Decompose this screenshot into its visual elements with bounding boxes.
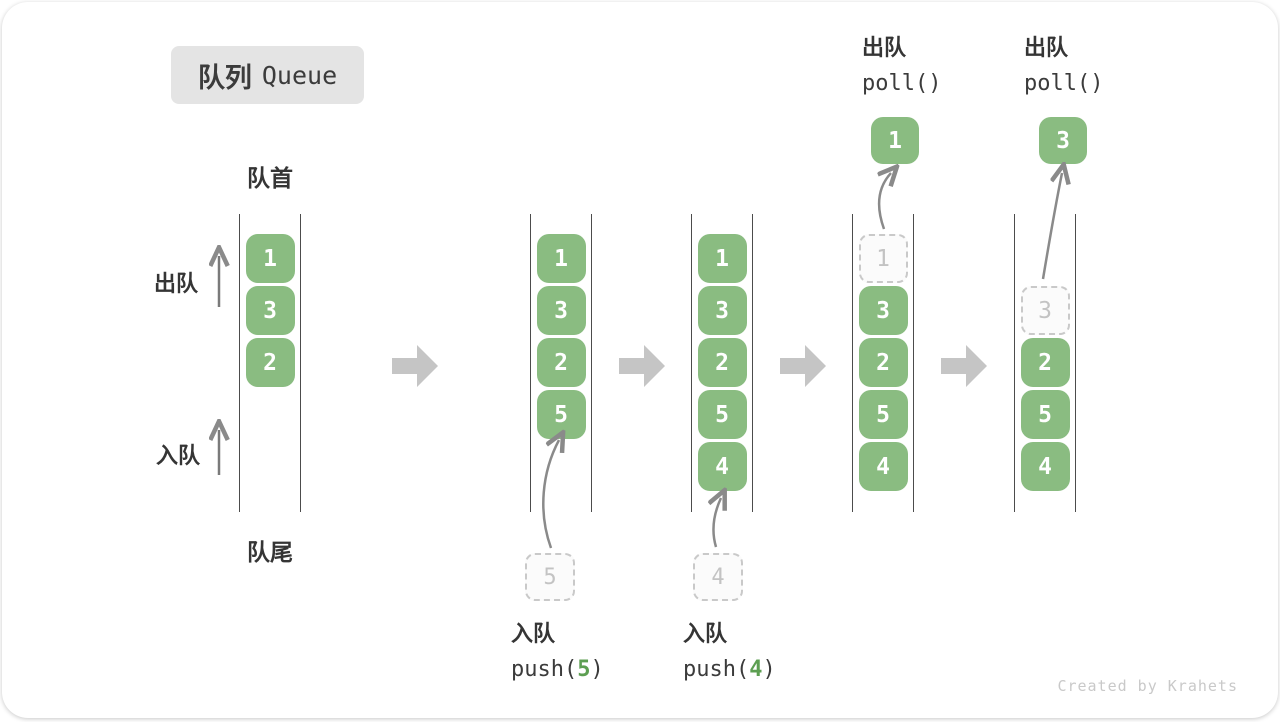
push-operation-2: 入队 push(4): [683, 616, 776, 688]
queue-cell: 4: [858, 442, 908, 491]
queue-state-5: 3 2 5 4: [1014, 214, 1076, 512]
poll-code: poll(): [862, 71, 942, 96]
queue-cell: 2: [245, 338, 295, 387]
poll-label: 出队: [1024, 35, 1069, 60]
poll-label: 出队: [862, 35, 907, 60]
label-enqueue-side: 入队: [156, 443, 201, 468]
flow-arrow-icon: [780, 345, 826, 387]
queue-cell: 3: [245, 286, 295, 335]
poll-operation-2: 出队 poll(): [1024, 30, 1103, 102]
queue-cell: 2: [1020, 338, 1070, 387]
queue-cell: 5: [697, 390, 747, 439]
queue-state-3: 1 3 2 5 4: [691, 214, 753, 512]
pushed-value-box: 4: [693, 553, 743, 601]
push-code: push(4): [683, 657, 776, 682]
queue-cell: 5: [858, 390, 908, 439]
queue-cell: 3: [697, 286, 747, 335]
push-arg: 4: [749, 657, 763, 682]
pushed-value-box: 5: [525, 553, 575, 601]
flow-arrow-icon: [619, 345, 665, 387]
queue-cell: 1: [536, 234, 586, 283]
queue-state-4: 1 3 2 5 4: [852, 214, 914, 512]
queue-state-1: 1 3 2: [239, 214, 301, 512]
queue-cell: 4: [697, 442, 747, 491]
watermark: Created by Krahets: [1057, 677, 1238, 695]
queue-cell: 5: [1020, 390, 1070, 439]
diagram-title: 队列 Queue: [171, 46, 364, 104]
queue-cell: 3: [858, 286, 908, 335]
title-chinese: 队列: [197, 62, 252, 93]
queue-cell: 3: [536, 286, 586, 335]
poll-operation-1: 出队 poll(): [862, 30, 941, 102]
push-arg: 5: [577, 657, 591, 682]
push-operation-1: 入队 push(5): [511, 616, 604, 688]
queue-cell: 2: [858, 338, 908, 387]
flow-arrow-icon: [392, 345, 438, 387]
label-queue-rear: 队尾: [247, 539, 293, 565]
poll-code: poll(): [1024, 71, 1104, 96]
queue-state-2: 1 3 2 5: [530, 214, 592, 512]
label-queue-front: 队首: [247, 165, 293, 191]
queue-cell: 4: [1020, 442, 1070, 491]
polled-value-box: 1: [871, 117, 919, 164]
queue-cell: 1: [697, 234, 747, 283]
label-dequeue-side: 出队: [154, 271, 199, 296]
queue-cell-removed: 3: [1020, 286, 1070, 335]
queue-cell: 2: [697, 338, 747, 387]
queue-cell-removed: 1: [858, 234, 908, 283]
push-label: 入队: [683, 621, 728, 646]
push-label: 入队: [511, 621, 556, 646]
flow-arrow-icon: [941, 345, 987, 387]
push-code: push(5): [511, 657, 604, 682]
title-english: Queue: [261, 60, 338, 90]
queue-cell: 5: [536, 390, 586, 439]
queue-cell: 2: [536, 338, 586, 387]
polled-value-box: 3: [1039, 117, 1087, 164]
queue-cell: 1: [245, 234, 295, 283]
